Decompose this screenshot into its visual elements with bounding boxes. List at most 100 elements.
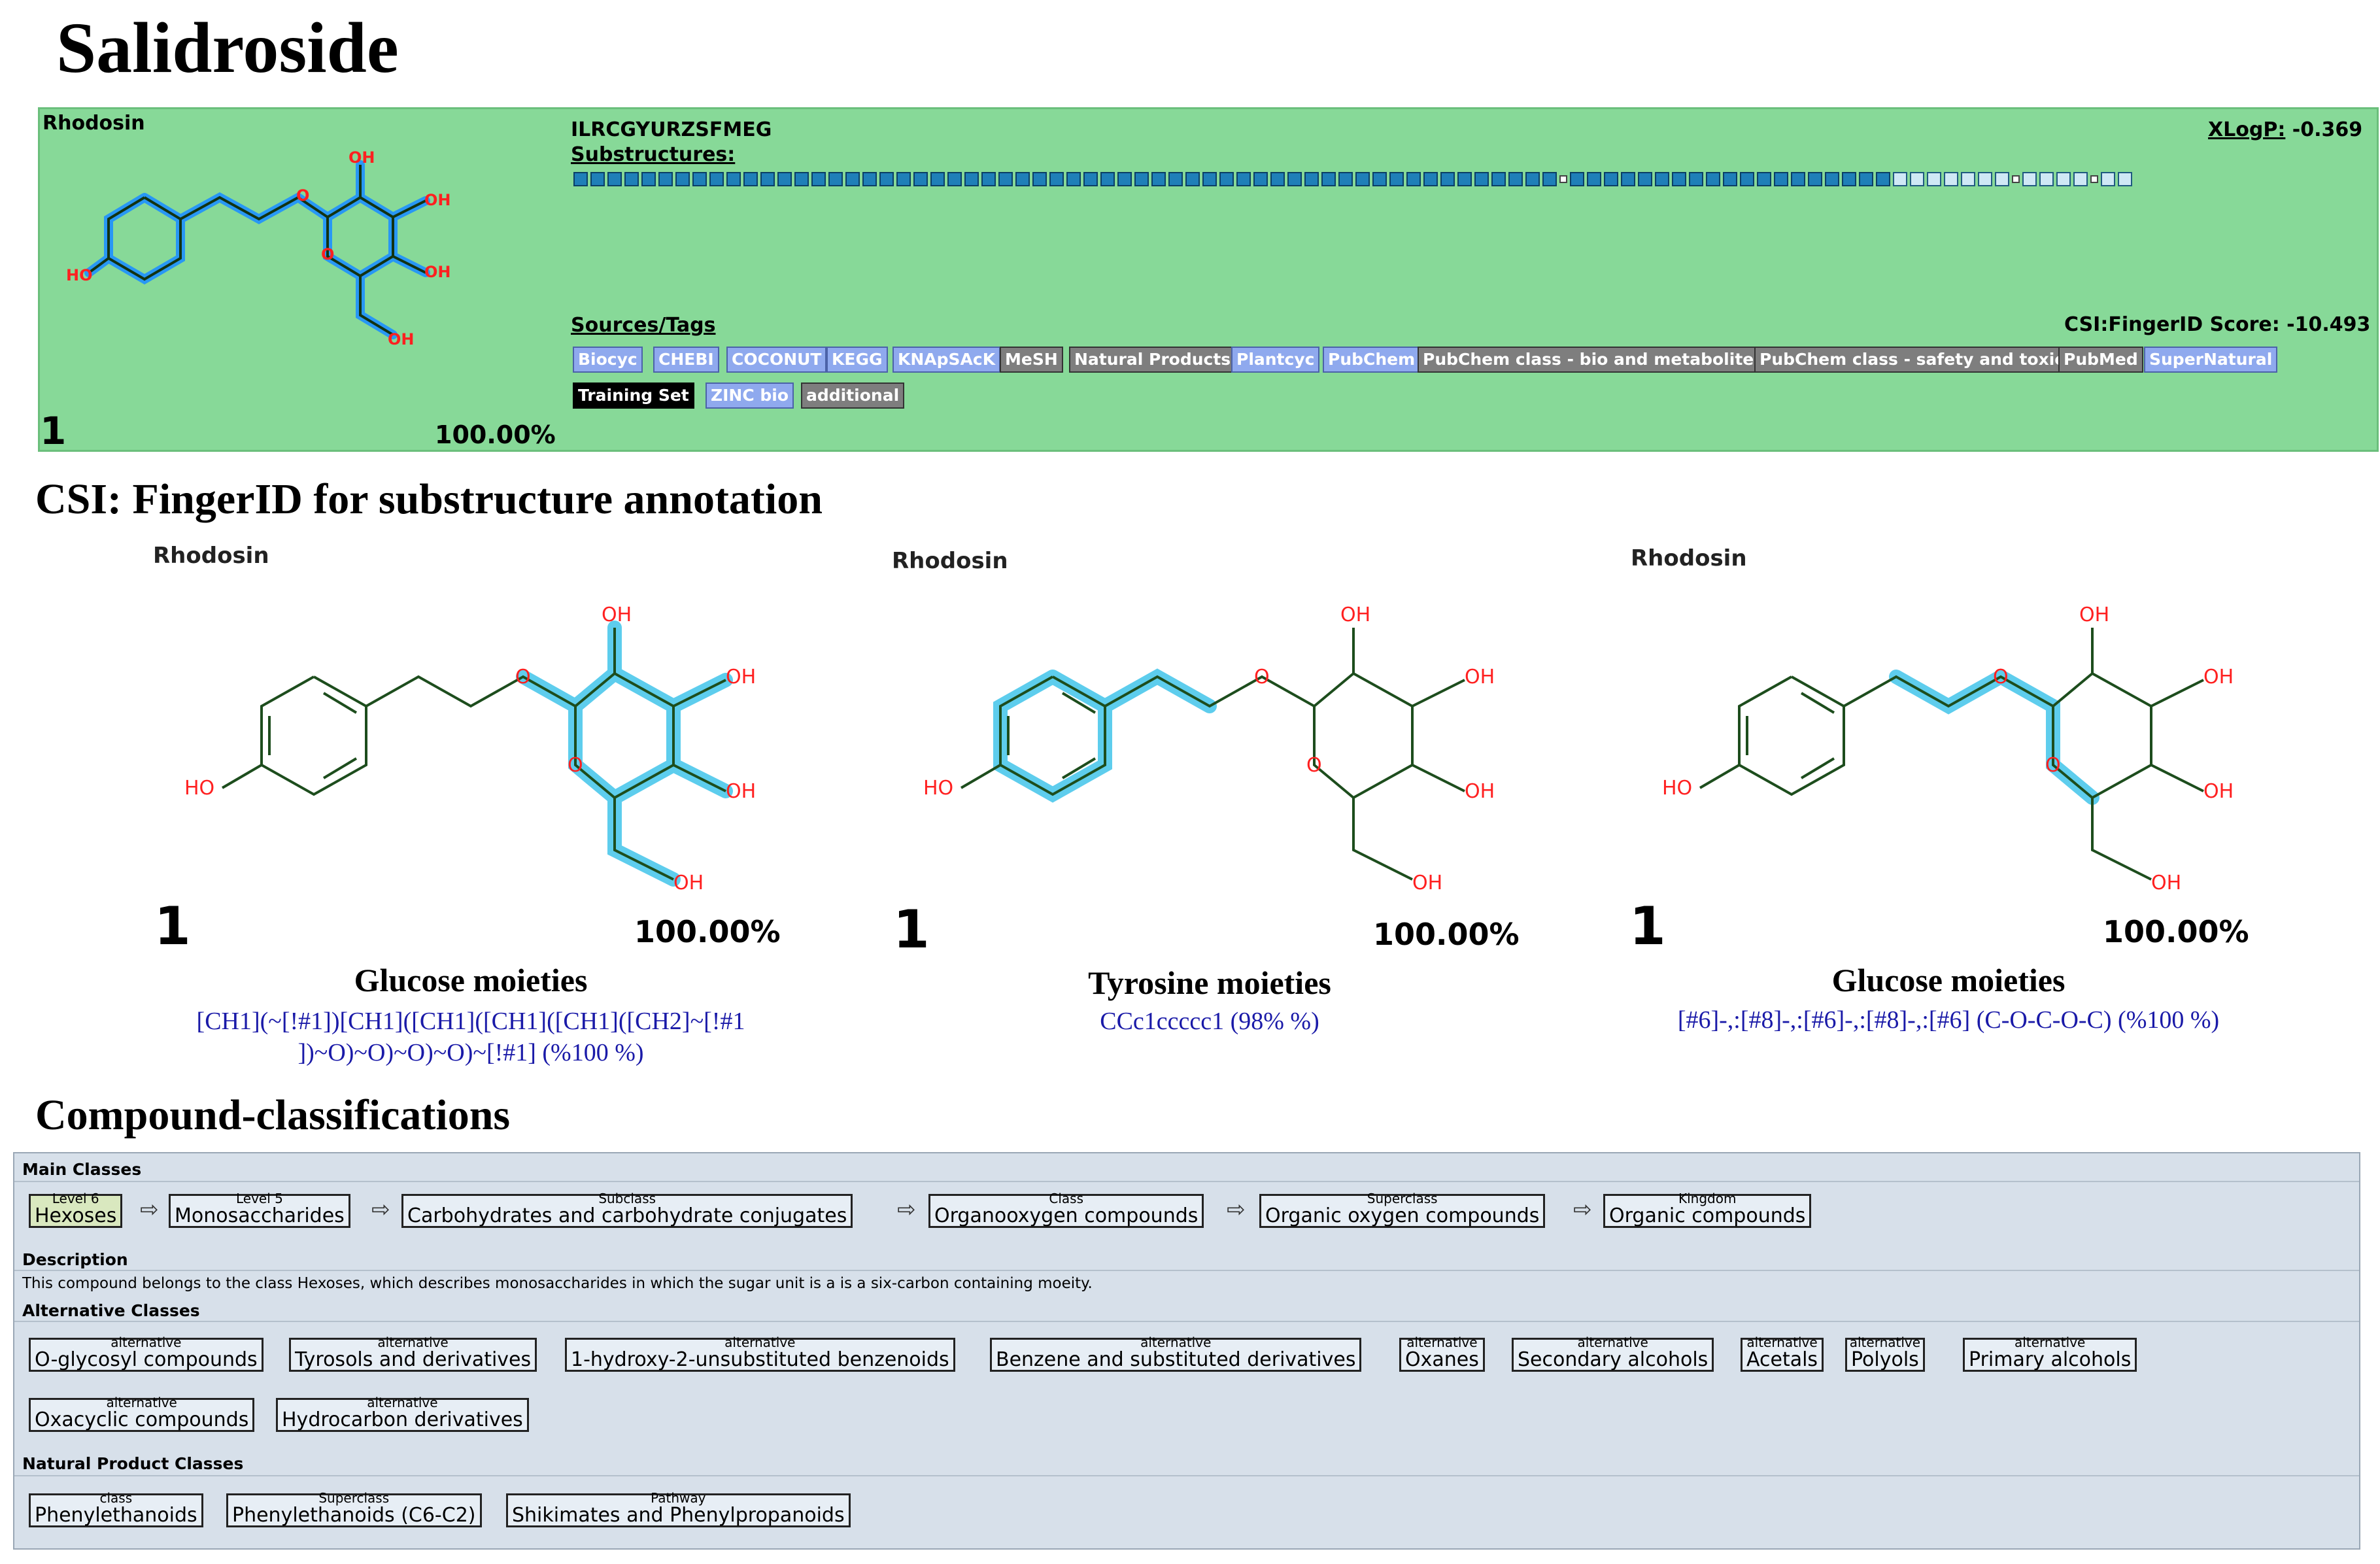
- substructure-square[interactable]: [709, 172, 724, 186]
- substructure-square[interactable]: [896, 172, 911, 186]
- substructure-square[interactable]: [1151, 172, 1166, 186]
- substructure-square[interactable]: [1791, 172, 1805, 186]
- substructure-square[interactable]: [726, 172, 741, 186]
- substructure-square[interactable]: [1559, 175, 1567, 183]
- substructure-square[interactable]: [1910, 172, 1924, 186]
- substructure-squares[interactable]: [573, 172, 2132, 186]
- substructure-square[interactable]: [2022, 172, 2037, 186]
- substructure-square[interactable]: [1604, 172, 1618, 186]
- substructure-square[interactable]: [879, 172, 894, 186]
- substructure-card-3[interactable]: Rhodosin O O OH OH OH OH HO 1 100.00% G: [1595, 536, 2302, 1072]
- class-level5-monosaccharides[interactable]: Level 5 Monosaccharides: [169, 1192, 350, 1228]
- tag-supernatural[interactable]: SuperNatural: [2144, 347, 2278, 373]
- substructure-square[interactable]: [1049, 172, 1064, 186]
- substructure-square[interactable]: [1508, 172, 1523, 186]
- substructure-square[interactable]: [573, 172, 588, 186]
- substructure-square[interactable]: [1621, 172, 1635, 186]
- substructure-square[interactable]: [1100, 172, 1115, 186]
- substructure-square[interactable]: [828, 172, 843, 186]
- substructure-square[interactable]: [1389, 172, 1404, 186]
- substructure-square[interactable]: [1876, 172, 1890, 186]
- substructure-square[interactable]: [930, 172, 945, 186]
- substructure-square[interactable]: [1270, 172, 1285, 186]
- substructure-square[interactable]: [1287, 172, 1302, 186]
- substructure-square[interactable]: [2073, 172, 2088, 186]
- substructure-square[interactable]: [1689, 172, 1703, 186]
- substructure-square[interactable]: [1587, 172, 1601, 186]
- substructure-square[interactable]: [2101, 172, 2115, 186]
- substructure-card-1[interactable]: Rhodosin O O OH OH OH OH: [118, 536, 824, 1072]
- class-subclass[interactable]: Subclass Carbohydrates and carbohydrate …: [401, 1192, 853, 1228]
- substructure-square[interactable]: [1202, 172, 1217, 186]
- substructure-card-2[interactable]: Rhodosin O O OH OH OH OH HO 1 100.: [857, 536, 1563, 1072]
- substructure-square[interactable]: [1995, 172, 2009, 186]
- substructure-square[interactable]: [1457, 172, 1472, 186]
- tag-pubchem[interactable]: PubChem: [1323, 347, 1421, 373]
- substructure-square[interactable]: [981, 172, 996, 186]
- substructure-square[interactable]: [1672, 172, 1686, 186]
- substructure-square[interactable]: [1927, 172, 1941, 186]
- substructure-square[interactable]: [845, 172, 860, 186]
- substructure-square[interactable]: [1355, 172, 1370, 186]
- substructure-square[interactable]: [658, 172, 673, 186]
- class-superclass[interactable]: Superclass Organic oxygen compounds: [1259, 1192, 1546, 1228]
- substructure-square[interactable]: [624, 172, 639, 186]
- substructure-square[interactable]: [1440, 172, 1455, 186]
- substructure-square[interactable]: [947, 172, 962, 186]
- substructure-square[interactable]: [743, 172, 758, 186]
- substructure-square[interactable]: [1525, 172, 1540, 186]
- substructure-square[interactable]: [2012, 175, 2020, 183]
- substructure-square[interactable]: [1961, 172, 1975, 186]
- substructure-square[interactable]: [1015, 172, 1030, 186]
- substructure-square[interactable]: [1032, 172, 1047, 186]
- substructure-square[interactable]: [1491, 172, 1506, 186]
- substructure-square[interactable]: [1321, 172, 1336, 186]
- substructure-square[interactable]: [1978, 172, 1992, 186]
- substructure-square[interactable]: [607, 172, 622, 186]
- substructure-square[interactable]: [1706, 172, 1720, 186]
- tag-pubchem-safety[interactable]: PubChem class - safety and toxic: [1754, 347, 2070, 373]
- substructure-square[interactable]: [675, 172, 690, 186]
- substructure-square[interactable]: [1570, 172, 1584, 186]
- substructure-square[interactable]: [1944, 172, 1958, 186]
- tag-kegg[interactable]: KEGG: [826, 347, 888, 373]
- substructure-square[interactable]: [1842, 172, 1856, 186]
- tag-plantcyc[interactable]: Plantcyc: [1231, 347, 1320, 373]
- substructure-square[interactable]: [1423, 172, 1438, 186]
- tag-knapsack[interactable]: KNApSAcK: [892, 347, 1001, 373]
- substructure-square[interactable]: [1134, 172, 1149, 186]
- substructure-square[interactable]: [1808, 172, 1822, 186]
- substructure-square[interactable]: [1185, 172, 1200, 186]
- substructure-square[interactable]: [1638, 172, 1652, 186]
- substructure-square[interactable]: [692, 172, 707, 186]
- substructure-square[interactable]: [1859, 172, 1873, 186]
- tag-pubchem-bio[interactable]: PubChem class - bio and metabolites: [1418, 347, 1769, 373]
- candidate-result-panel[interactable]: Rhodosin O O OH OH OH OH HO: [38, 107, 2379, 453]
- substructure-square[interactable]: [998, 172, 1013, 186]
- substructure-square[interactable]: [2039, 172, 2054, 186]
- substructure-square[interactable]: [777, 172, 792, 186]
- card-smarts[interactable]: CCc1ccccc1 (98% %): [857, 1006, 1563, 1037]
- substructure-square[interactable]: [2118, 172, 2132, 186]
- class-kingdom[interactable]: Kingdom Organic compounds: [1603, 1192, 1812, 1228]
- substructure-square[interactable]: [1825, 172, 1839, 186]
- substructure-square[interactable]: [1542, 172, 1557, 186]
- tag-coconut[interactable]: COCONUT: [726, 347, 827, 373]
- tag-additional[interactable]: additional: [801, 382, 905, 409]
- substructure-square[interactable]: [2090, 175, 2098, 183]
- substructure-square[interactable]: [964, 172, 979, 186]
- substructure-square[interactable]: [1372, 172, 1387, 186]
